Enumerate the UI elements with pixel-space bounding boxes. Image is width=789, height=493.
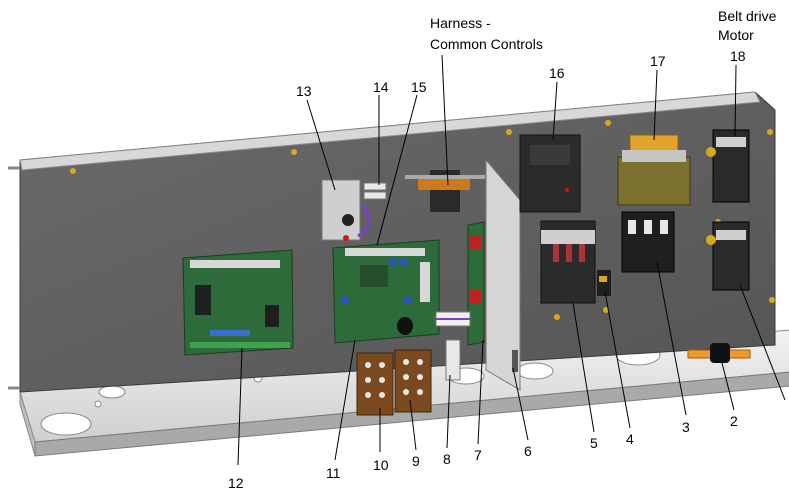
leader-13	[306, 99, 336, 191]
terminal-strip-10	[356, 352, 394, 416]
label-16: 16	[549, 65, 565, 81]
transformer-17	[617, 134, 691, 206]
label-10: 10	[373, 457, 389, 473]
leader-harness	[441, 54, 449, 186]
leader-12	[237, 347, 243, 466]
label-4: 4	[626, 431, 634, 447]
callout-labels: Harness - Common Controls Belt drive Mot…	[228, 8, 777, 491]
label-9: 9	[412, 453, 420, 469]
label-12: 12	[228, 475, 244, 491]
control-board-12	[182, 249, 294, 356]
divider-plate-6	[485, 158, 521, 391]
label-harness-line2: Common Controls	[430, 36, 543, 52]
leader-11	[334, 339, 356, 461]
label-14: 14	[373, 79, 389, 95]
leader-3	[656, 261, 687, 416]
label-13: 13	[296, 83, 312, 99]
label-17: 17	[650, 53, 666, 69]
contactor-16	[519, 134, 581, 213]
leader-4	[604, 291, 631, 429]
component-4	[597, 270, 611, 296]
leader-15	[376, 94, 418, 246]
leader-lines	[237, 54, 786, 466]
connector-8	[435, 311, 471, 381]
leader-6	[512, 367, 529, 441]
label-2: 2	[730, 413, 738, 429]
leader-9	[409, 399, 417, 451]
terminal-strip-9	[394, 349, 432, 413]
switch-2	[687, 343, 751, 363]
component-14	[357, 182, 387, 238]
leader-16	[552, 81, 558, 141]
label-11: 11	[326, 465, 341, 481]
label-15: 15	[411, 79, 427, 95]
leader-18	[734, 64, 737, 137]
component-13	[321, 179, 361, 241]
label-belt-line2: Motor	[718, 27, 754, 43]
leader-17	[653, 69, 658, 141]
label-belt-line1: Belt drive	[718, 8, 777, 24]
label-6: 6	[524, 443, 532, 459]
leader-5	[572, 302, 595, 433]
leader-7	[477, 339, 484, 445]
relay-3	[621, 211, 675, 273]
harness-connector	[405, 170, 485, 212]
label-harness-line1: Harness -	[430, 15, 491, 31]
motor-contactor-lower	[706, 221, 750, 291]
leader-2	[721, 362, 735, 411]
leader-8	[446, 374, 451, 449]
label-8: 8	[443, 451, 451, 467]
label-7: 7	[474, 447, 482, 463]
motor-contactor-18	[706, 129, 750, 203]
vertical-board-7	[467, 221, 485, 346]
relay-5	[540, 220, 596, 304]
label-3: 3	[682, 419, 690, 435]
leader-lower-contactor	[739, 284, 786, 401]
label-5: 5	[590, 435, 598, 451]
control-board-11	[332, 239, 440, 344]
label-18: 18	[730, 48, 746, 64]
